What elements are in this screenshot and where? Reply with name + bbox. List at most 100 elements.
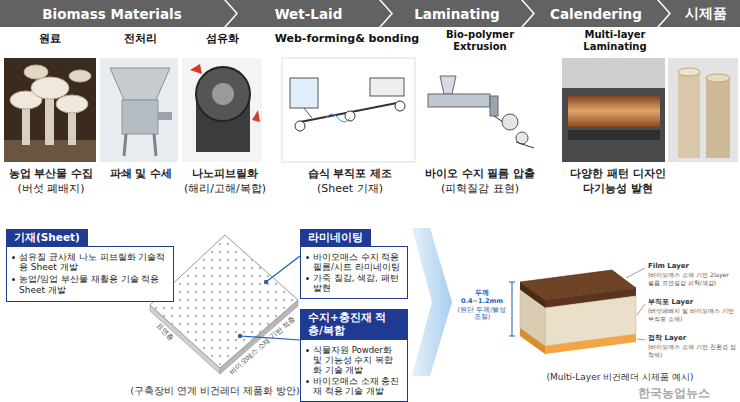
machine-body (122, 100, 158, 134)
bullet-row: 농업/임업 부산물 재활용 기술 적용 Sheet 개발 (12, 274, 168, 296)
leader-dot (264, 280, 268, 284)
caption: 습식 부직포 제조 (280, 167, 420, 180)
figure-caption: (Multi-Layer 비건레더 시제품 예시) (520, 372, 720, 383)
machine-leg (124, 134, 126, 156)
bullet-dot (306, 256, 309, 259)
chevron-fill (659, 0, 740, 27)
stage-title: 시제품 (685, 5, 727, 23)
flow-arrow (190, 64, 202, 74)
column-header: 섬유화 (180, 32, 265, 45)
copper-roll (568, 95, 660, 127)
machine-top (562, 58, 665, 88)
caption: 다기능성 발현 (548, 182, 688, 195)
caption: 파쇄 및 수세 (100, 167, 182, 180)
photo-ground (562, 58, 665, 162)
bullet-text: 식물자원 Powder화 및 기능성 수지 복합화 기술 개발 (313, 345, 402, 376)
info-box: 기재(Sheet)섬유질 균사체 나노 피브릴화 기술적용 Sheet 개발농업… (6, 226, 174, 302)
roll-end (706, 74, 730, 82)
bullet-text: 가죽 질감, 색감, 패턴 발현 (313, 273, 402, 293)
caption: (Sheet 기재) (280, 182, 420, 195)
die (490, 96, 498, 116)
box-heading: 수지+충진재 적층/복합 (300, 309, 408, 338)
stage-chevron: Calendering (523, 0, 669, 27)
dimension: (원단 두께/물성 조절) (456, 307, 508, 323)
flow-arrow (412, 228, 452, 376)
box-body: 식물자원 Powder화 및 기능성 수지 복합화 기술 개발바이오매스 소재 … (300, 339, 408, 402)
stage-chevron: Wet-Laid (226, 0, 391, 27)
adhesive-layer (545, 334, 636, 354)
mushroom-cap (24, 65, 48, 79)
hopper (440, 76, 456, 94)
photo-ground (418, 58, 536, 162)
flow-arrow (252, 110, 260, 122)
mushroom-cap (31, 77, 69, 99)
film (516, 142, 534, 148)
caption: 바이오 수지 필름 압출 (416, 167, 544, 180)
column-header: Multi-layer Laminating (560, 29, 670, 53)
dimension: 두께 0.4~1.2mm (456, 290, 508, 306)
extruder-barrel (428, 94, 490, 107)
photo-ground (282, 58, 415, 162)
bullet-text: 농업/임업 부산물 재활용 기술 적용 Sheet 개발 (19, 274, 168, 296)
box-heading: 기재(Sheet) (6, 229, 88, 246)
roller (395, 101, 405, 111)
bullet-row: 바이오매스 소재 충진재 적용 기술 개발 (306, 376, 402, 396)
bullet-text: 바이오매스 소재 충진재 적용 기술 개발 (313, 376, 402, 396)
adhesive-layer-side (520, 328, 545, 354)
slurry (326, 114, 350, 122)
bullet-dot (12, 256, 15, 259)
hopper (110, 68, 170, 100)
column-header: Web-forming& bonding (272, 32, 422, 45)
outlet (158, 112, 172, 120)
column-header: 원료 (15, 32, 85, 45)
photo-ground (4, 58, 96, 162)
dimension-line (512, 282, 513, 336)
dimension-tick (509, 282, 515, 283)
stage-title: Biomass Materials (42, 6, 181, 22)
caption: (피혁질감 표현) (416, 182, 544, 195)
photo-ground (668, 58, 738, 162)
bullet-dot (306, 277, 309, 280)
box-body: 섬유질 균사체 나노 피브릴화 기술적용 Sheet 개발농업/임업 부산물 재… (6, 246, 174, 302)
leader-dot (238, 334, 242, 338)
machine-leg (154, 134, 156, 156)
roller (295, 121, 305, 131)
mushroom-cap (56, 95, 88, 113)
layer-label: (바이오매스 소재 기반 2layer 필름 표면질감 피혁/색감) (648, 271, 736, 285)
roll-end (678, 68, 700, 76)
photo-ground (182, 58, 262, 162)
bullet-dot (306, 380, 309, 383)
leader-line (626, 268, 645, 278)
roller (345, 111, 355, 121)
bullet-dot (12, 278, 15, 281)
caption: 농업 부산물 수집 (0, 167, 102, 180)
stage-title: Laminating (414, 6, 499, 22)
nip-roll (568, 130, 660, 140)
photo-ground (100, 58, 178, 162)
leader-line (266, 256, 300, 282)
layer-label: 접착 Layer (648, 334, 736, 342)
grinder-hub (212, 83, 234, 105)
column-header: 전처리 (100, 32, 180, 45)
stage-chevron: 시제품 (659, 0, 740, 27)
bullet-row: 가죽 질감, 색감, 패턴 발현 (306, 273, 402, 293)
chevron-fill (523, 0, 669, 27)
info-box: 수지+충진재 적층/복합식물자원 Powder화 및 기능성 수지 복합화 기술… (300, 309, 408, 402)
stage-title: Wet-Laid (275, 6, 343, 22)
chevron-fill (0, 0, 236, 27)
figure-caption: (구축장비 연계 비건레더 제품화 방안) (100, 385, 330, 396)
chevron-fill (381, 0, 533, 27)
bullet-dot (306, 349, 309, 352)
leader-line (637, 304, 645, 315)
bullet-row: 바이오매스 수지 적용 필름/시트 라미네이팅 (306, 252, 402, 272)
layer-label: (버섯폐배지 및 바이오매스 기반 부직포 소재) (648, 307, 736, 321)
bullet-text: 섬유질 균사체 나노 피브릴화 기술적용 Sheet 개발 (19, 252, 168, 274)
box-heading: 라미네이팅 (300, 229, 371, 246)
bullet-text: 바이오매스 수지 적용 필름/시트 라미네이팅 (313, 252, 402, 272)
mushroom-cap (69, 70, 91, 82)
stage-chevron: Biomass Materials (0, 0, 236, 27)
bullet-row: 섬유질 균사체 나노 피브릴화 기술적용 Sheet 개발 (12, 252, 168, 274)
layer-label: Film Layer (648, 262, 736, 270)
caption: (해리/고해/복합) (177, 182, 273, 195)
